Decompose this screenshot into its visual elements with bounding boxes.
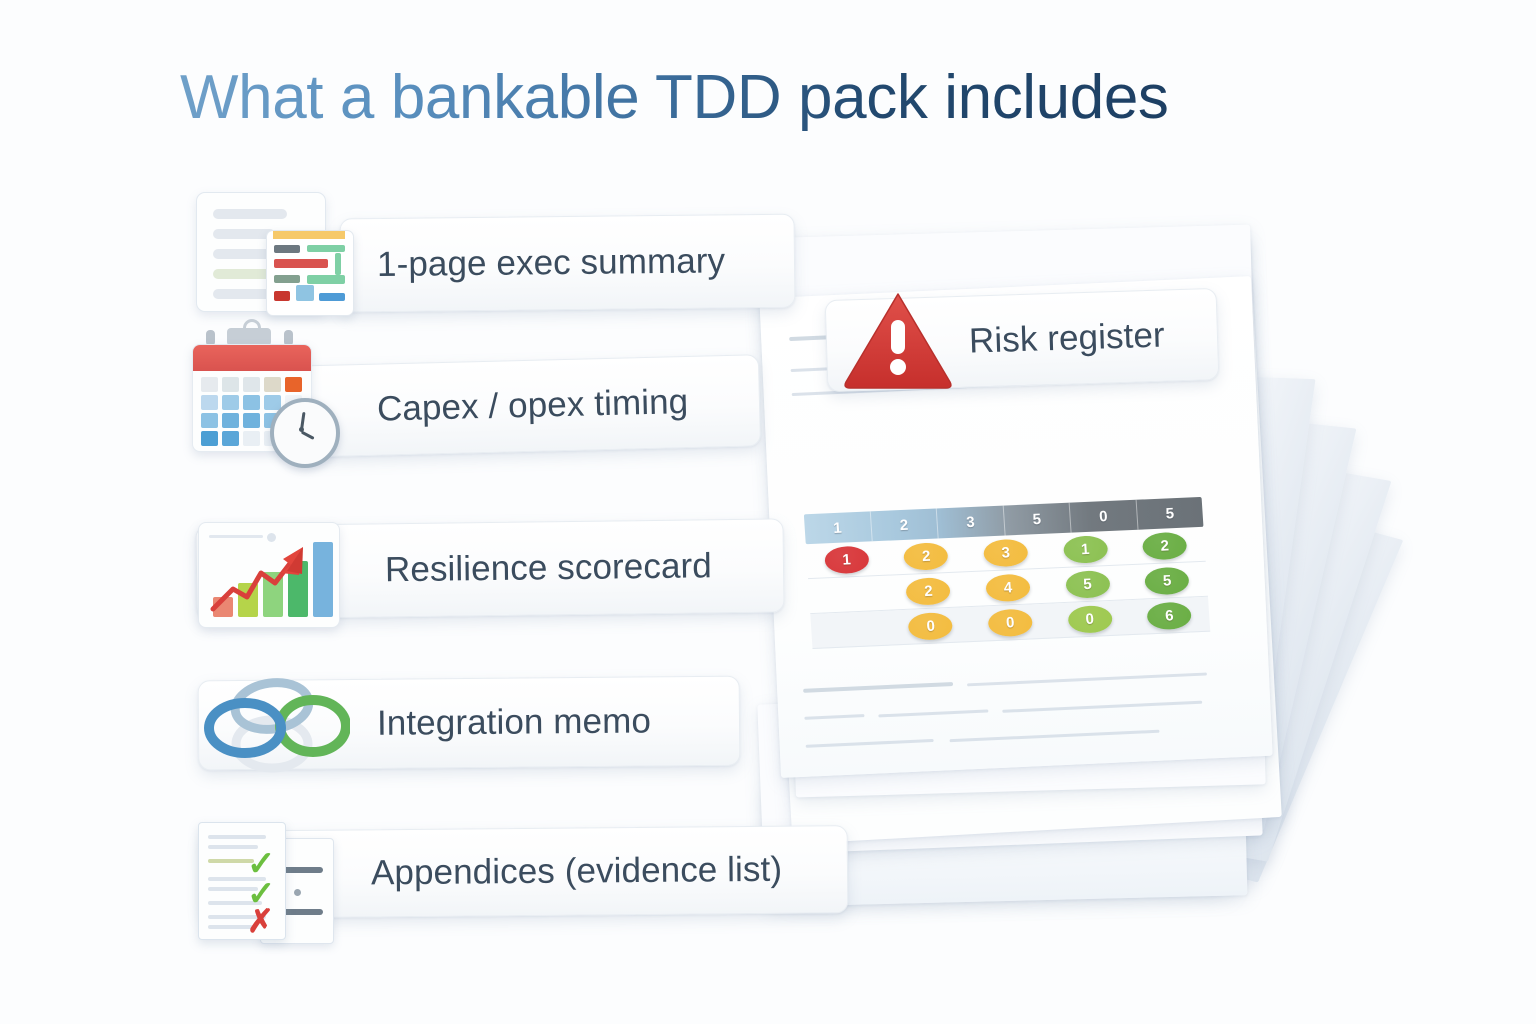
calendar-day-cell — [264, 395, 281, 410]
chain-links-icon — [200, 678, 351, 780]
risk-matrix-cell: 3 — [965, 537, 1046, 567]
risk-matrix-cell: 0 — [890, 611, 971, 641]
item-label-risk-register: Risk register — [968, 315, 1166, 361]
risk-matrix-cell — [808, 579, 889, 609]
chart-bar — [313, 542, 333, 617]
checklist-document-icon: ✓ ✓ ✗ — [198, 822, 348, 944]
risk-matrix-header-cell: 1 — [803, 511, 873, 545]
check-mark-icon: ✓ — [247, 875, 276, 913]
calendar-day-cell — [285, 377, 302, 392]
risk-matrix-cell — [811, 614, 892, 644]
calendar-day-cell — [222, 431, 239, 446]
risk-matrix-cell: 5 — [1047, 569, 1128, 599]
clock-face-shape — [270, 398, 340, 468]
calendar-day-cell — [243, 431, 260, 446]
item-card-capex-opex[interactable]: Capex / opex timing — [286, 354, 762, 458]
item-label-exec-summary: 1-page exec summary — [376, 241, 726, 284]
page-title: What a bankable TDD pack includes — [180, 63, 1169, 132]
risk-score-pill: 2 — [903, 541, 950, 571]
item-label-capex-opex: Capex / opex timing — [376, 381, 689, 429]
calendar-day-cell — [201, 413, 218, 428]
risk-matrix-cell: 1 — [806, 544, 887, 574]
calendar-day-cell — [201, 395, 218, 410]
item-card-exec-summary[interactable]: 1-page exec summary — [339, 213, 796, 313]
item-label-resilience-scorecard: Resilience scorecard — [384, 546, 713, 590]
warning-triangle-icon — [838, 282, 958, 394]
calendar-day-cell — [222, 377, 239, 392]
risk-score-pill: 1 — [1062, 534, 1109, 564]
bar-chart-shape — [198, 522, 340, 628]
calendar-header-band — [193, 345, 311, 371]
risk-score-pill: 3 — [982, 538, 1029, 567]
risk-score-pill: 0 — [907, 611, 954, 641]
risk-score-pill: 0 — [1066, 604, 1113, 634]
risk-score-pill — [826, 580, 872, 609]
calendar-day-cell — [243, 377, 260, 392]
risk-matrix-cell: 0 — [970, 607, 1051, 637]
risk-score-pill: 0 — [987, 607, 1034, 637]
chart-bar — [288, 561, 308, 617]
chart-bar — [263, 572, 283, 617]
risk-score-pill: 5 — [1144, 566, 1190, 595]
risk-matrix-header-cell: 2 — [870, 508, 939, 542]
calendar-clock-icon — [192, 319, 342, 468]
risk-score-pill: 4 — [985, 572, 1031, 602]
risk-matrix-cell: 5 — [1126, 565, 1207, 595]
calendar-day-cell — [201, 431, 218, 446]
calendar-day-cell — [222, 395, 239, 410]
risk-score-pill: 5 — [1064, 569, 1111, 599]
cross-mark-icon: ✗ — [247, 903, 274, 939]
item-label-integration-memo: Integration memo — [376, 701, 652, 743]
risk-matrix-cell: 0 — [1049, 604, 1130, 634]
calendar-clip-shape — [227, 319, 271, 346]
risk-matrix-cell: 2 — [886, 541, 967, 571]
risk-score-pill: 2 — [905, 576, 952, 606]
risk-score-pill — [828, 615, 874, 644]
mini-report-card-icon — [266, 230, 354, 316]
risk-score-pill: 2 — [1141, 531, 1188, 560]
risk-matrix-header-cell: 3 — [936, 505, 1006, 539]
calendar-day-cell — [222, 413, 239, 428]
risk-score-pill: 1 — [823, 545, 870, 574]
folder-tab-shape — [273, 231, 345, 239]
calendar-day-cell — [201, 377, 218, 392]
item-label-appendices: Appendices (evidence list) — [370, 849, 783, 893]
checklist-page-shape: ✓ ✓ ✗ — [198, 822, 286, 940]
risk-matrix-cell: 2 — [1124, 530, 1205, 560]
trend-arrow-icon — [210, 547, 303, 612]
calendar-day-cell — [243, 413, 260, 428]
risk-matrix-header-cell: 0 — [1069, 499, 1139, 533]
risk-matrix-cell: 6 — [1129, 600, 1210, 630]
risk-matrix-cell: 4 — [967, 572, 1048, 602]
document-report-icon — [196, 192, 356, 316]
risk-score-pill: 6 — [1146, 600, 1193, 630]
calendar-day-cell — [264, 377, 281, 392]
bar-chart-growth-icon — [198, 522, 348, 630]
check-mark-icon: ✓ — [247, 845, 276, 883]
risk-matrix-header-cell: 5 — [1165, 504, 1175, 522]
risk-matrix-header-cell: 5 — [1003, 502, 1072, 536]
calendar-day-cell — [243, 395, 260, 410]
risk-matrix-cell: 2 — [888, 576, 969, 606]
risk-matrix-cell: 1 — [1045, 534, 1126, 564]
